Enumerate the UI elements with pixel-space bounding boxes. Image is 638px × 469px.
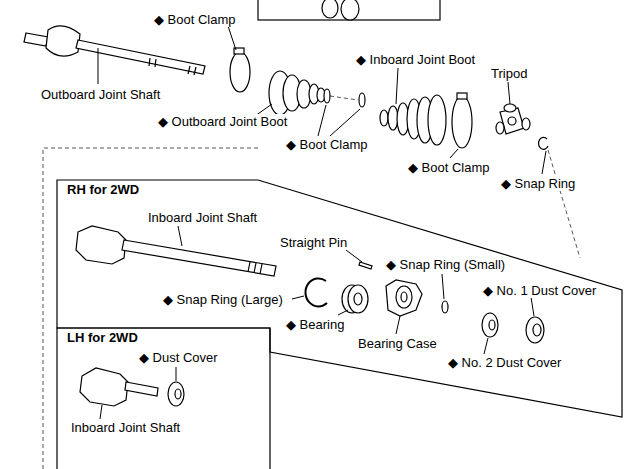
part-label: Straight Pin <box>279 235 348 250</box>
part-label: ◆ Bearing <box>285 317 345 332</box>
panel-border <box>57 328 270 469</box>
part-label: Tripod <box>490 66 528 81</box>
part-label: ◆ No. 1 Dust Cover <box>482 283 597 298</box>
panel-heading: RH for 2WD <box>65 182 141 197</box>
part-label: ◆ Inboard Joint Boot <box>355 52 476 67</box>
panel-outline <box>57 180 622 420</box>
panel-border <box>57 180 622 417</box>
part-label: ◆ No. 2 Dust Cover <box>447 355 562 370</box>
part-label: Inboard Joint Shaft <box>147 210 258 225</box>
group-panel: RH for 2WD <box>57 180 622 420</box>
part-label: ◆ Snap Ring (Large) <box>162 292 284 307</box>
part-label: Bearing Case <box>357 336 438 351</box>
part-label: ◆ Snap Ring <box>500 176 576 191</box>
panel-heading: LH for 2WD <box>65 330 140 345</box>
part-label: ◆ Boot Clamp <box>153 12 237 27</box>
part-label: Outboard Joint Shaft <box>40 87 161 102</box>
part-label: ◆ Outboard Joint Boot <box>157 114 288 129</box>
part-label: ◆ Boot Clamp <box>407 160 491 175</box>
part-label: ◆ Dust Cover <box>138 350 219 365</box>
part-label: ◆ Snap Ring (Small) <box>385 257 506 272</box>
part-label: Inboard Joint Shaft <box>70 420 181 435</box>
part-label: ◆ Boot Clamp <box>285 137 369 152</box>
